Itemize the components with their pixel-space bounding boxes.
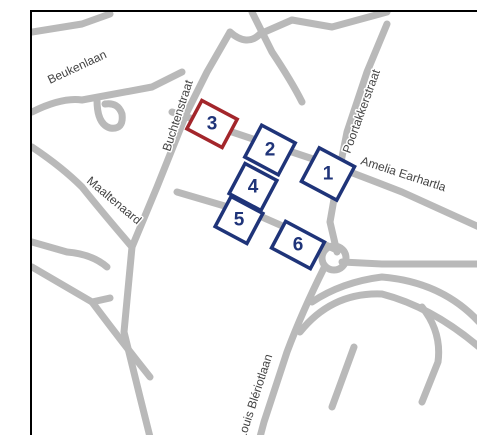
lot-2[interactable]: 2 xyxy=(242,122,298,178)
road-upper-left xyxy=(32,68,186,116)
road-top-mid xyxy=(248,12,306,106)
road-right-curve-2 xyxy=(296,290,477,350)
road-left-diag xyxy=(32,143,136,251)
roundabout xyxy=(318,242,350,274)
lot-6[interactable]: 6 xyxy=(269,219,327,271)
road-left-low xyxy=(32,238,111,271)
map-frame[interactable]: Beukenlaan Buchtenstraat Poortakkerstraa… xyxy=(30,10,477,435)
lot-outline xyxy=(212,194,266,246)
lot-3[interactable]: 3 xyxy=(184,98,240,150)
lot-number: 3 xyxy=(207,114,218,135)
lot-number: 1 xyxy=(323,164,334,185)
lot-outline xyxy=(299,145,357,203)
road-beukenlaan xyxy=(32,12,114,36)
lot-number: 5 xyxy=(234,210,245,231)
lot-outline xyxy=(184,98,240,150)
road-loop xyxy=(93,96,126,132)
lot-5[interactable]: 5 xyxy=(212,194,266,246)
lot-1[interactable]: 1 xyxy=(299,145,357,203)
lot-outline xyxy=(269,219,327,271)
street-label-louis: Louis Blériotlaan xyxy=(235,352,276,435)
map-canvas[interactable]: Beukenlaan Buchtenstraat Poortakkerstraa… xyxy=(32,12,477,435)
road-left-down xyxy=(88,298,154,381)
road-right-branch xyxy=(418,303,443,406)
lot-number: 4 xyxy=(248,177,259,198)
road-top-right xyxy=(288,12,391,31)
lot-number: 6 xyxy=(293,235,304,256)
road-poortakkerstraat xyxy=(326,20,391,256)
road-louis xyxy=(256,264,328,435)
road-east xyxy=(338,258,477,268)
lot-number: 2 xyxy=(265,140,276,161)
lot-outline xyxy=(242,122,298,178)
road-lower-mid xyxy=(328,343,358,411)
road-left-low2 xyxy=(32,263,114,306)
road-right-curve xyxy=(308,273,477,325)
street-label-amelia: Amelia Earhartla xyxy=(359,154,448,195)
street-label-beukenlaan: Beukenlaan xyxy=(45,47,108,86)
road-buchtenstraat xyxy=(120,28,234,435)
